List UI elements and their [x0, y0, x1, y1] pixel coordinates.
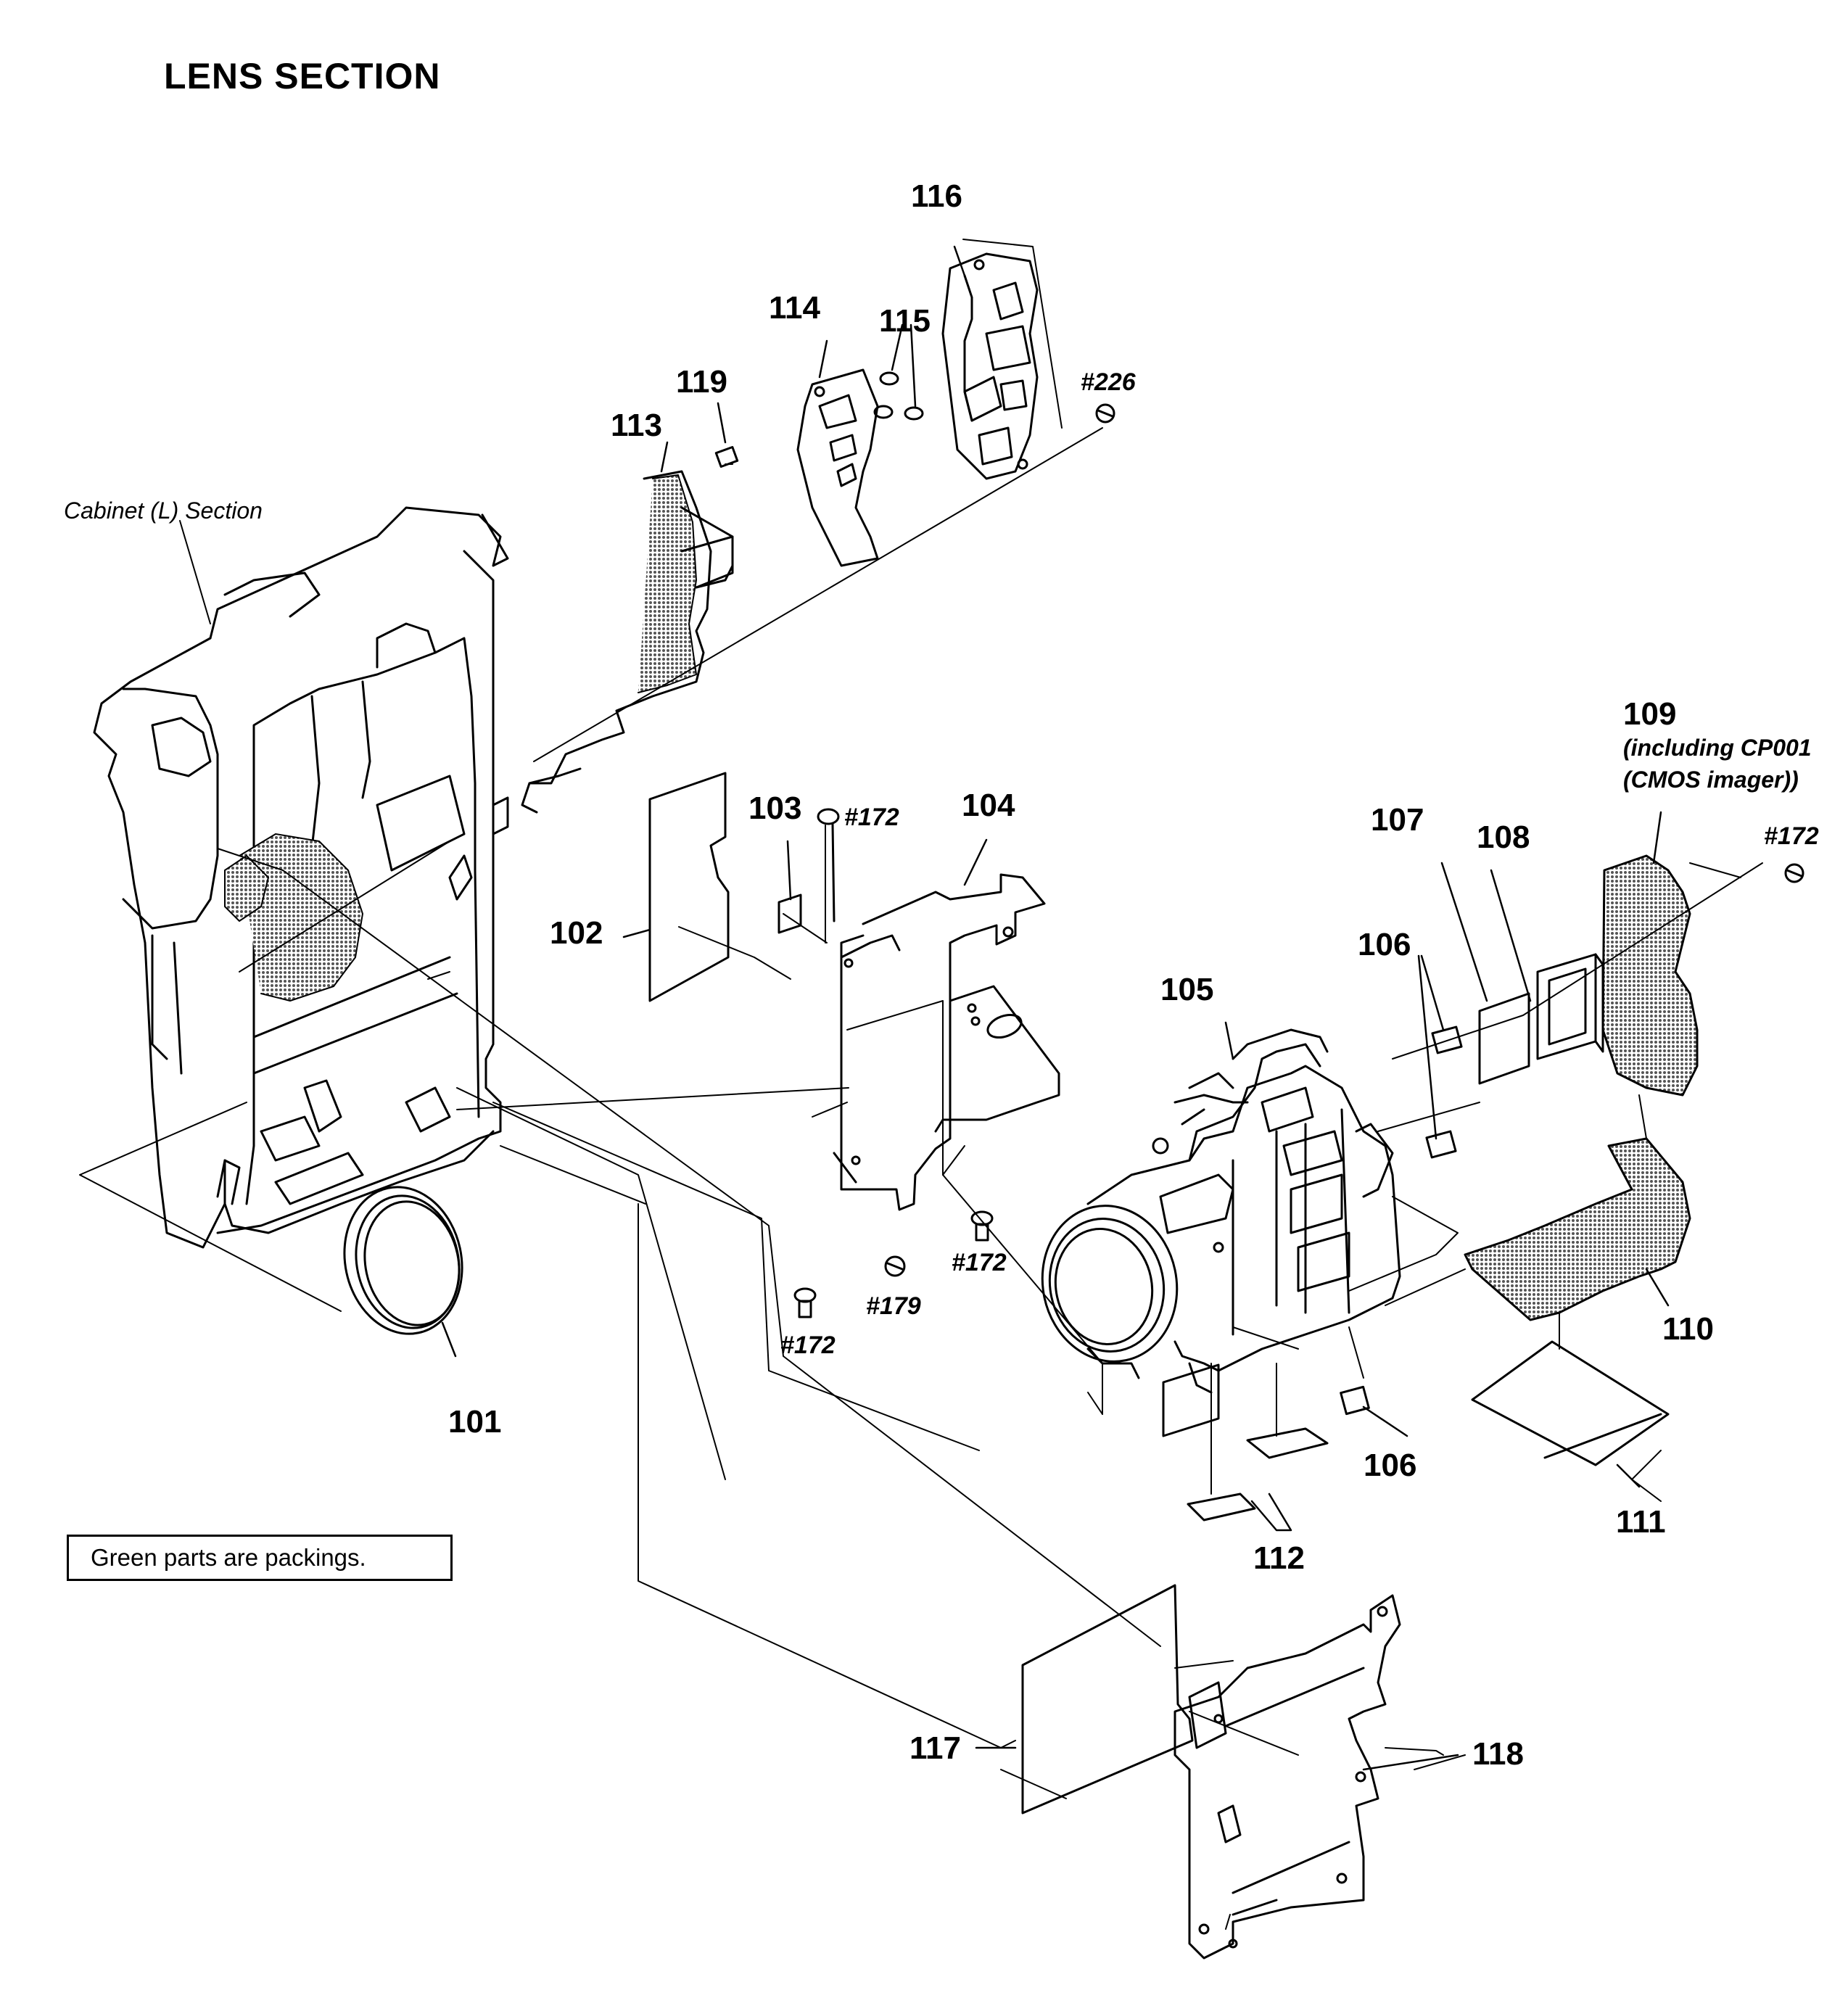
leader-lines [79, 239, 1763, 1930]
callout-108: 108 [1477, 819, 1530, 855]
screw-226 [1095, 403, 1115, 424]
callout-104: 104 [962, 788, 1015, 823]
flexible-board-110 [1464, 1137, 1691, 1321]
packings-note-text: Green parts are packings. [91, 1544, 366, 1571]
bracket-104 [833, 873, 1060, 1211]
callout-119: 119 [676, 364, 727, 400]
sheet-107 [1478, 992, 1530, 1085]
packing-106-c [1340, 1385, 1370, 1416]
lens-block-105 [1041, 1028, 1401, 1394]
screw-callout-172-top: #172 [844, 804, 899, 831]
screw-callout-172-mid: #172 [952, 1249, 1007, 1276]
sheet-111 [1471, 1340, 1670, 1466]
screw-172-top [817, 808, 840, 922]
callout-110: 110 [1662, 1311, 1714, 1347]
bracket-118 [941, 252, 1039, 480]
callout-109-note-line2: (CMOS imager)) [1623, 767, 1799, 793]
ring-packing-101 [343, 1186, 463, 1335]
packing-106-b [1425, 1130, 1457, 1159]
callout-106-top: 106 [1358, 927, 1411, 962]
flexible-board-115 [521, 470, 734, 814]
screw-callout-172-bottom: #172 [780, 1332, 836, 1359]
board-109 [1601, 854, 1699, 1097]
packings-note-box: Green parts are packings. [67, 1535, 453, 1581]
sheet-103 [777, 893, 802, 934]
callout-pointers [441, 245, 1670, 1771]
screw-179 [884, 1255, 906, 1277]
callout-116: 114 [769, 290, 820, 326]
cabinet-gear-shading [224, 833, 363, 1002]
sheet-113 [1021, 1584, 1194, 1814]
page-title: LENS SECTION [164, 56, 441, 96]
callout-114: 118 [1472, 1736, 1524, 1772]
callout-118: 116 [911, 178, 962, 214]
sheet-102 [648, 772, 730, 1002]
callout-112: 112 [1253, 1540, 1305, 1576]
board-116 [796, 368, 879, 567]
callout-107: 107 [1371, 802, 1424, 838]
callout-117: 115 [879, 303, 931, 339]
callout-109: 109 [1623, 696, 1677, 732]
cabinet-reference-label: Cabinet (L) Section [64, 498, 263, 524]
callout-105: 105 [1160, 972, 1214, 1007]
screw-callout-179: #179 [866, 1292, 921, 1320]
callout-111: 111 [1616, 1504, 1666, 1540]
callout-103: 103 [748, 790, 802, 826]
callout-113: 117 [909, 1730, 961, 1766]
screw-172-mid [970, 1210, 994, 1242]
callout-115: 113 [611, 408, 662, 443]
screw-172-right [1784, 863, 1804, 883]
screw-callout-226: #226 [1081, 368, 1136, 396]
parts-117 [873, 371, 924, 421]
packings-112 [1162, 1363, 1329, 1522]
callout-101: 101 [448, 1404, 502, 1440]
callout-109-note-line1: (including CP001 [1623, 735, 1812, 761]
screw-172-bottom [793, 1287, 817, 1318]
screw-callout-172-right: #172 [1764, 822, 1819, 850]
callout-106-bottom: 106 [1364, 1448, 1417, 1483]
callout-102: 102 [550, 915, 603, 951]
bracket-114 [1173, 1594, 1401, 1960]
cabinet-l-frame [93, 506, 509, 1249]
